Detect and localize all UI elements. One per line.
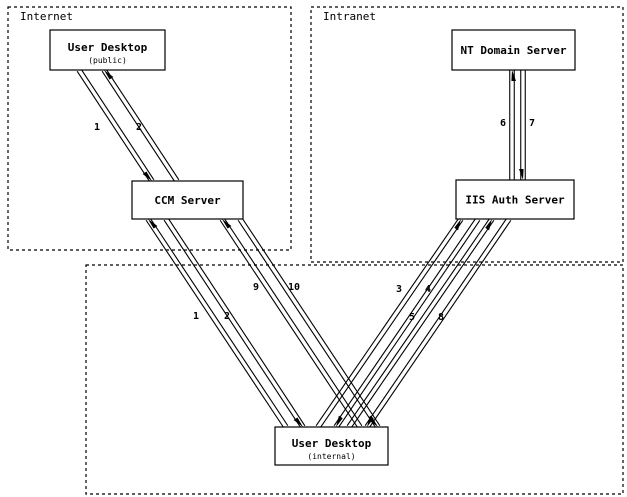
node-title: NT Domain Server	[461, 44, 567, 57]
zone-label-internet: Internet	[20, 10, 73, 23]
step-label-1: 1	[193, 311, 199, 322]
node-user-desktop-internal[interactable]: User Desktop (internal)	[274, 426, 389, 466]
step-label-6: 6	[500, 118, 506, 129]
arrowhead-icon	[293, 417, 303, 427]
connection-c12-step-7	[519, 70, 526, 180]
connection-line	[337, 219, 481, 429]
zone-boundaries: Internet Intranet	[7, 6, 624, 495]
step-label-3: 3	[396, 284, 402, 295]
connection-c10-step-8	[364, 217, 512, 429]
connection-line	[350, 219, 495, 429]
connection-c1-step-1	[76, 68, 155, 183]
connection-line	[101, 70, 176, 183]
node-title: User Desktop	[292, 437, 372, 450]
connection-c2-step-2	[101, 68, 180, 183]
node-user-desktop-public[interactable]: User Desktop (public)	[49, 29, 166, 71]
step-label-10: 10	[288, 282, 300, 293]
connection-line	[76, 70, 151, 183]
connection-c7-step-3	[315, 217, 464, 429]
connection-arrows	[76, 68, 526, 429]
step-label-7: 7	[529, 118, 535, 129]
zone-boundary-internal	[85, 264, 624, 495]
step-label-1: 1	[94, 122, 100, 133]
connection-line	[368, 219, 512, 429]
connection-line	[163, 219, 302, 429]
connection-c8-step-4	[333, 217, 481, 429]
node-box[interactable]	[451, 29, 576, 71]
node-title: IIS Auth Server	[465, 194, 565, 207]
step-label-4: 4	[425, 284, 431, 295]
zone-label-intranet: Intranet	[323, 10, 376, 23]
connection-line	[364, 217, 508, 427]
node-subtitle: (public)	[88, 56, 127, 65]
connection-line	[80, 68, 155, 181]
arrowhead-icon	[367, 415, 374, 427]
arrowhead-icon	[511, 70, 516, 81]
node-box[interactable]	[274, 426, 389, 466]
node-subtitle: (internal)	[307, 452, 355, 461]
node-box[interactable]	[49, 29, 166, 71]
connection-line	[149, 217, 289, 427]
connection-line	[237, 219, 377, 429]
connection-c6-step-10	[237, 217, 381, 429]
arrowhead-icon	[222, 219, 232, 229]
node-title: CCM Server	[154, 194, 221, 207]
node-ccm-server[interactable]: CCM Server	[131, 180, 244, 220]
arrowhead-icon	[104, 70, 114, 80]
zone-boundary-intranet	[310, 6, 624, 263]
connection-line	[167, 217, 306, 427]
node-box[interactable]	[455, 179, 575, 220]
node-box[interactable]	[131, 180, 244, 220]
step-label-5: 5	[409, 312, 415, 323]
arrowhead-icon	[519, 169, 524, 180]
arrowhead-icon	[142, 171, 152, 181]
arrowhead-icon	[454, 219, 461, 231]
connection-c5-step-9	[219, 217, 363, 429]
step-label-2: 2	[136, 122, 142, 133]
connection-line	[219, 219, 359, 429]
step-label-8: 8	[438, 312, 444, 323]
connection-line	[315, 217, 460, 427]
arrowhead-icon	[485, 219, 492, 231]
diagram-nodes: User Desktop (public) CCM Server NT Domain …	[49, 29, 576, 466]
connection-c3-step-1	[145, 217, 289, 429]
connection-c11-step-6	[509, 70, 516, 180]
connection-c9-step-5	[346, 217, 495, 429]
connection-line	[333, 217, 477, 427]
zone-boundary-internet	[7, 6, 292, 251]
connection-step-labels: 1 2 1 2 9 10 3 4 5 8 6 7	[94, 118, 535, 323]
step-label-2: 2	[224, 311, 230, 322]
connection-line	[105, 68, 180, 181]
node-nt-domain-server[interactable]: NT Domain Server	[451, 29, 576, 71]
connection-c4-step-2	[163, 217, 306, 429]
connection-line	[319, 219, 464, 429]
connection-line	[346, 217, 491, 427]
arrowhead-icon	[336, 415, 343, 427]
arrowhead-icon	[148, 219, 158, 229]
step-label-9: 9	[253, 282, 259, 293]
node-iis-auth-server[interactable]: IIS Auth Server	[455, 179, 575, 220]
connection-line	[223, 217, 363, 427]
connection-line	[145, 219, 285, 429]
node-title: User Desktop	[68, 41, 148, 54]
connection-line	[241, 217, 381, 427]
